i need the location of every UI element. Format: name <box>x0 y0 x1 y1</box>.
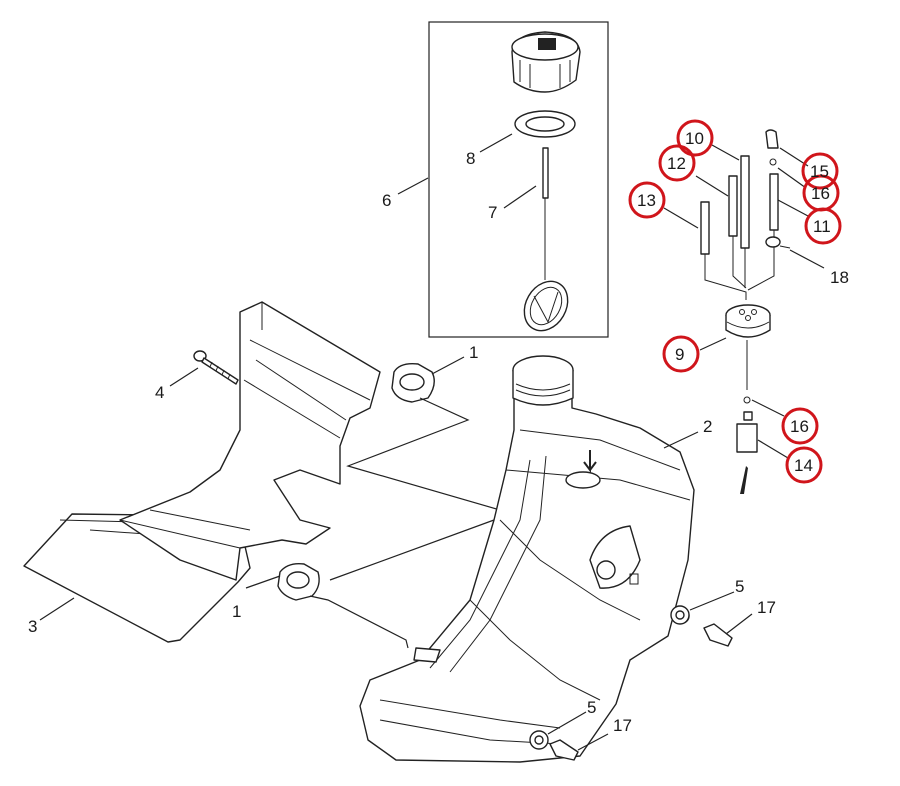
callout-5-lower: 5 <box>587 698 596 717</box>
grommet-upper <box>391 362 435 403</box>
callout-2: 2 <box>703 417 712 436</box>
dipstick <box>523 147 569 332</box>
callout-4: 4 <box>155 383 164 402</box>
callout-9: 9 <box>675 345 684 364</box>
bolt-upper <box>670 605 733 647</box>
fuel-cap <box>511 31 581 93</box>
callout-18: 18 <box>830 268 849 287</box>
callout-17-lower: 17 <box>613 716 632 735</box>
callout-12: 12 <box>667 154 686 173</box>
callout-16-lower: 16 <box>790 417 809 436</box>
callout-1-upper: 1 <box>469 343 478 362</box>
callout-16-upper: 16 <box>811 184 830 203</box>
callout-8: 8 <box>466 149 475 168</box>
callout-1-lower: 1 <box>232 602 241 621</box>
callout-labels: 1 1 2 3 4 5 5 6 7 8 9 10 11 12 13 14 15 … <box>28 129 849 735</box>
callout-13: 13 <box>637 191 656 210</box>
callout-3: 3 <box>28 617 37 636</box>
callout-7: 7 <box>488 203 497 222</box>
grommet-lower <box>277 562 320 601</box>
fuel-tank <box>359 355 695 763</box>
callout-10: 10 <box>685 129 704 148</box>
bolt-lower <box>529 730 579 761</box>
seal-ring <box>514 110 576 138</box>
fuel-pickup-assembly <box>700 129 791 494</box>
callout-11: 11 <box>813 217 831 236</box>
inset-frame <box>428 21 609 338</box>
assembly-lines <box>309 397 501 649</box>
callout-6: 6 <box>382 191 391 210</box>
heat-shield <box>23 301 381 643</box>
screw <box>193 350 239 385</box>
callout-14: 14 <box>794 456 813 475</box>
callout-17-upper: 17 <box>757 598 776 617</box>
leader-lines <box>39 133 825 751</box>
callout-5-upper: 5 <box>735 577 744 596</box>
highlight-circles <box>628 119 842 484</box>
callout-15: 15 <box>810 162 829 181</box>
